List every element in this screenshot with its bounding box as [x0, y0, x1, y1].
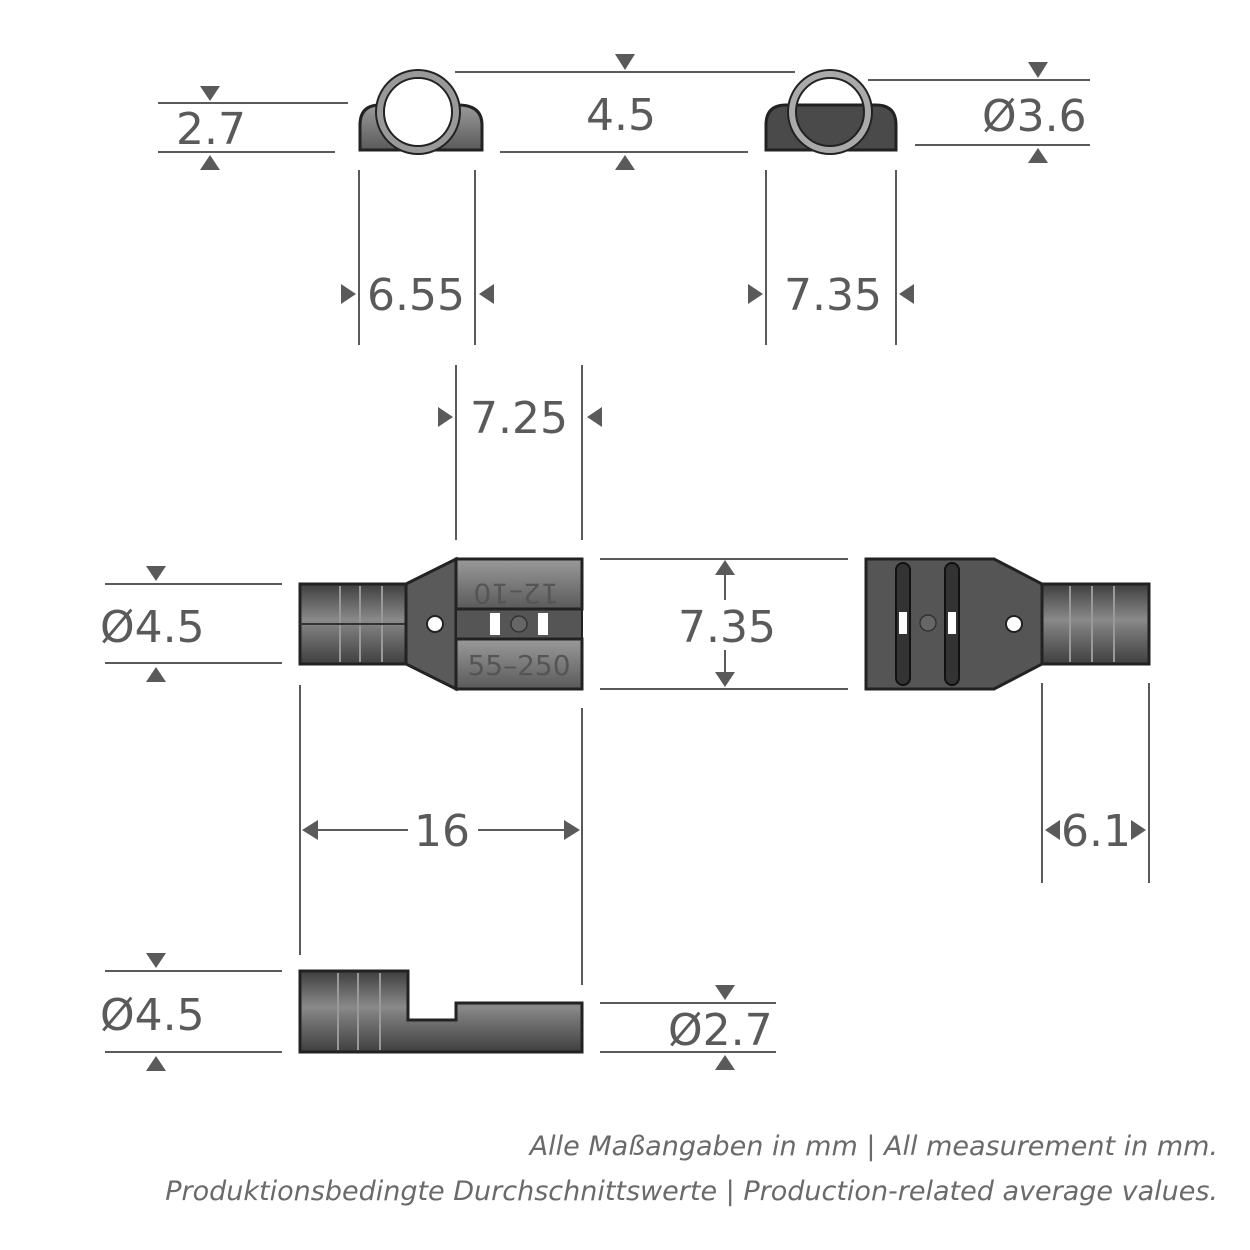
footnote-line-1: Alle Maßangaben in mm | All measurement … — [528, 1131, 1218, 1162]
dim-insulation-diameter: Ø4.5 — [100, 602, 205, 653]
dim-side-diameter-large: Ø4.5 — [100, 990, 205, 1041]
dim-top-width-left: 6.55 — [367, 270, 465, 321]
marking-lower: 55–250 — [467, 649, 570, 682]
dim-total-length: 16 — [414, 806, 470, 857]
dim-top-diameter-right: Ø3.6 — [982, 91, 1087, 142]
dim-top-width-right: 7.35 — [784, 270, 882, 321]
dim-body-width: 7.35 — [678, 602, 776, 653]
end-profile-right — [764, 69, 898, 155]
dim-top-spacing: 4.5 — [586, 90, 656, 141]
dim-side-diameter-small: Ø2.7 — [668, 1005, 773, 1056]
connector-bottom-view — [864, 557, 1151, 691]
footnote-line-2: Produktionsbedingte Durchschnittswerte |… — [165, 1176, 1218, 1207]
dim-tab-width: 6.1 — [1061, 806, 1131, 857]
connector-top-view: 12–10 55–250 — [298, 556, 584, 692]
connector-side-view — [298, 969, 584, 1054]
end-profile-left — [358, 69, 484, 155]
marking-upper: 12–10 — [473, 577, 558, 610]
dim-top-height-left: 2.7 — [176, 104, 246, 155]
dim-sleeve-length: 7.25 — [470, 393, 568, 444]
